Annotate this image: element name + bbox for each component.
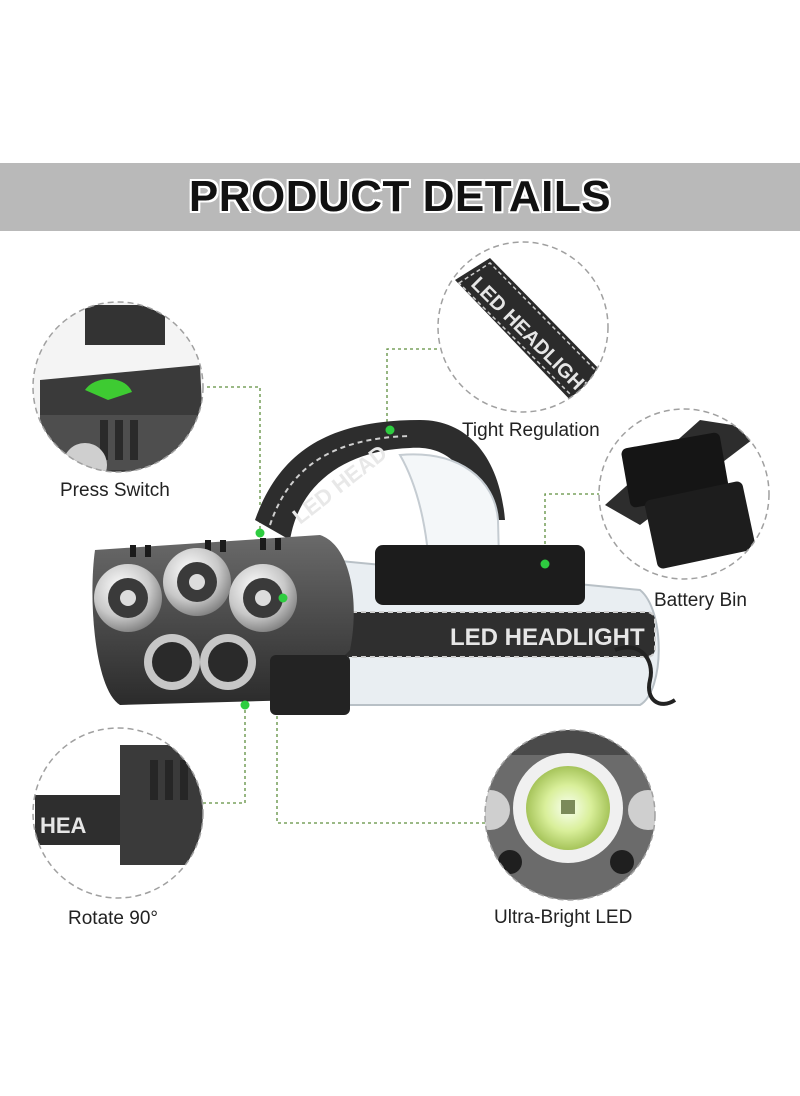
zoom-ultra-bright-led — [485, 730, 655, 900]
banner-background — [0, 163, 800, 231]
label-battery-bin: Battery Bin — [654, 590, 747, 611]
feature-markers — [240, 425, 550, 710]
label-press-switch: Press Switch — [60, 480, 170, 501]
zoom-battery-bin — [599, 409, 769, 579]
leader-lines — [203, 348, 600, 824]
lamp-body — [92, 535, 354, 715]
zoom-press-switch — [33, 302, 203, 472]
label-ultra-bright-led: Ultra-Bright LED — [494, 907, 633, 928]
page-title: PRODUCT DETAILS — [188, 172, 612, 221]
zoom-rotate: HEA — [33, 728, 203, 898]
label-tight-regulation: Tight Regulation — [462, 420, 600, 441]
headband — [255, 420, 677, 706]
zoom-tight-regulation: LED HEADLIGHT — [438, 242, 608, 412]
strap-text-main: LED HEADLIGHT — [450, 624, 645, 651]
zoom-strap-rotate-text: HEA — [40, 813, 87, 838]
label-rotate-90: Rotate 90° — [68, 908, 158, 929]
